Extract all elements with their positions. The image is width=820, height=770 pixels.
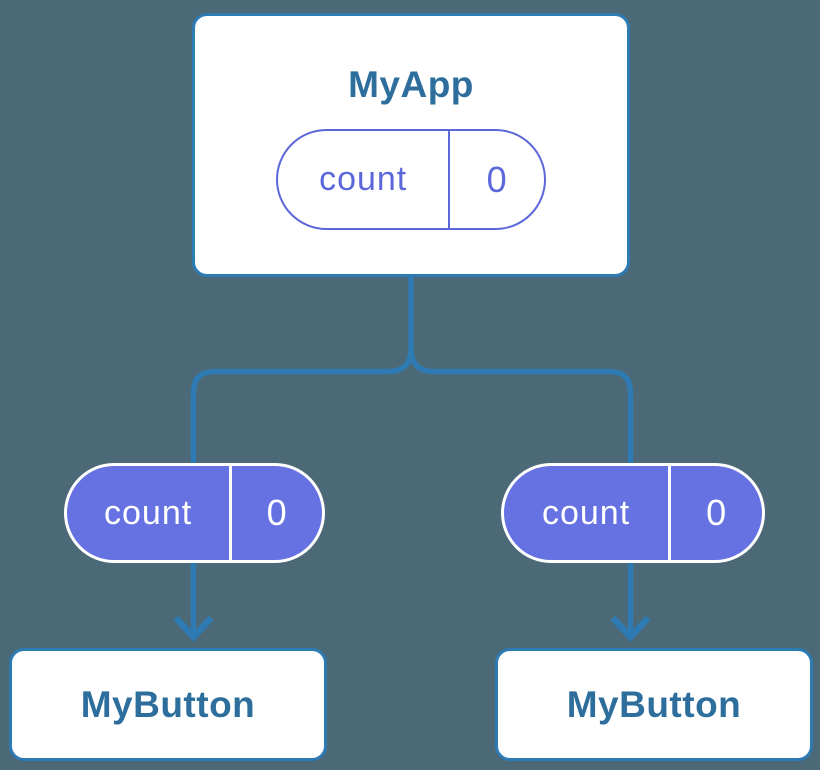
left-branch-line — [190, 348, 414, 634]
left-prop-pill: count 0 — [64, 463, 325, 563]
left-child-component-card: MyButton — [9, 648, 327, 761]
state-name-label: count — [504, 466, 672, 560]
right-child-component-card: MyButton — [495, 648, 813, 761]
child-component-name: MyButton — [80, 683, 256, 725]
left-arrowhead-icon — [173, 615, 214, 642]
parent-state-pill: count 0 — [276, 129, 546, 230]
child-component-name: MyButton — [566, 683, 742, 725]
state-value: 0 — [266, 492, 288, 533]
parent-component-name: MyApp — [348, 64, 474, 105]
state-value: 0 — [706, 492, 728, 533]
right-arrowhead-icon — [610, 615, 651, 642]
state-value: 0 — [486, 158, 508, 200]
parent-component-card: MyApp count 0 — [192, 13, 630, 277]
right-prop-pill: count 0 — [501, 463, 765, 563]
state-name-label: count — [67, 466, 233, 560]
right-branch-line — [408, 348, 634, 634]
state-name-label: count — [278, 131, 451, 228]
